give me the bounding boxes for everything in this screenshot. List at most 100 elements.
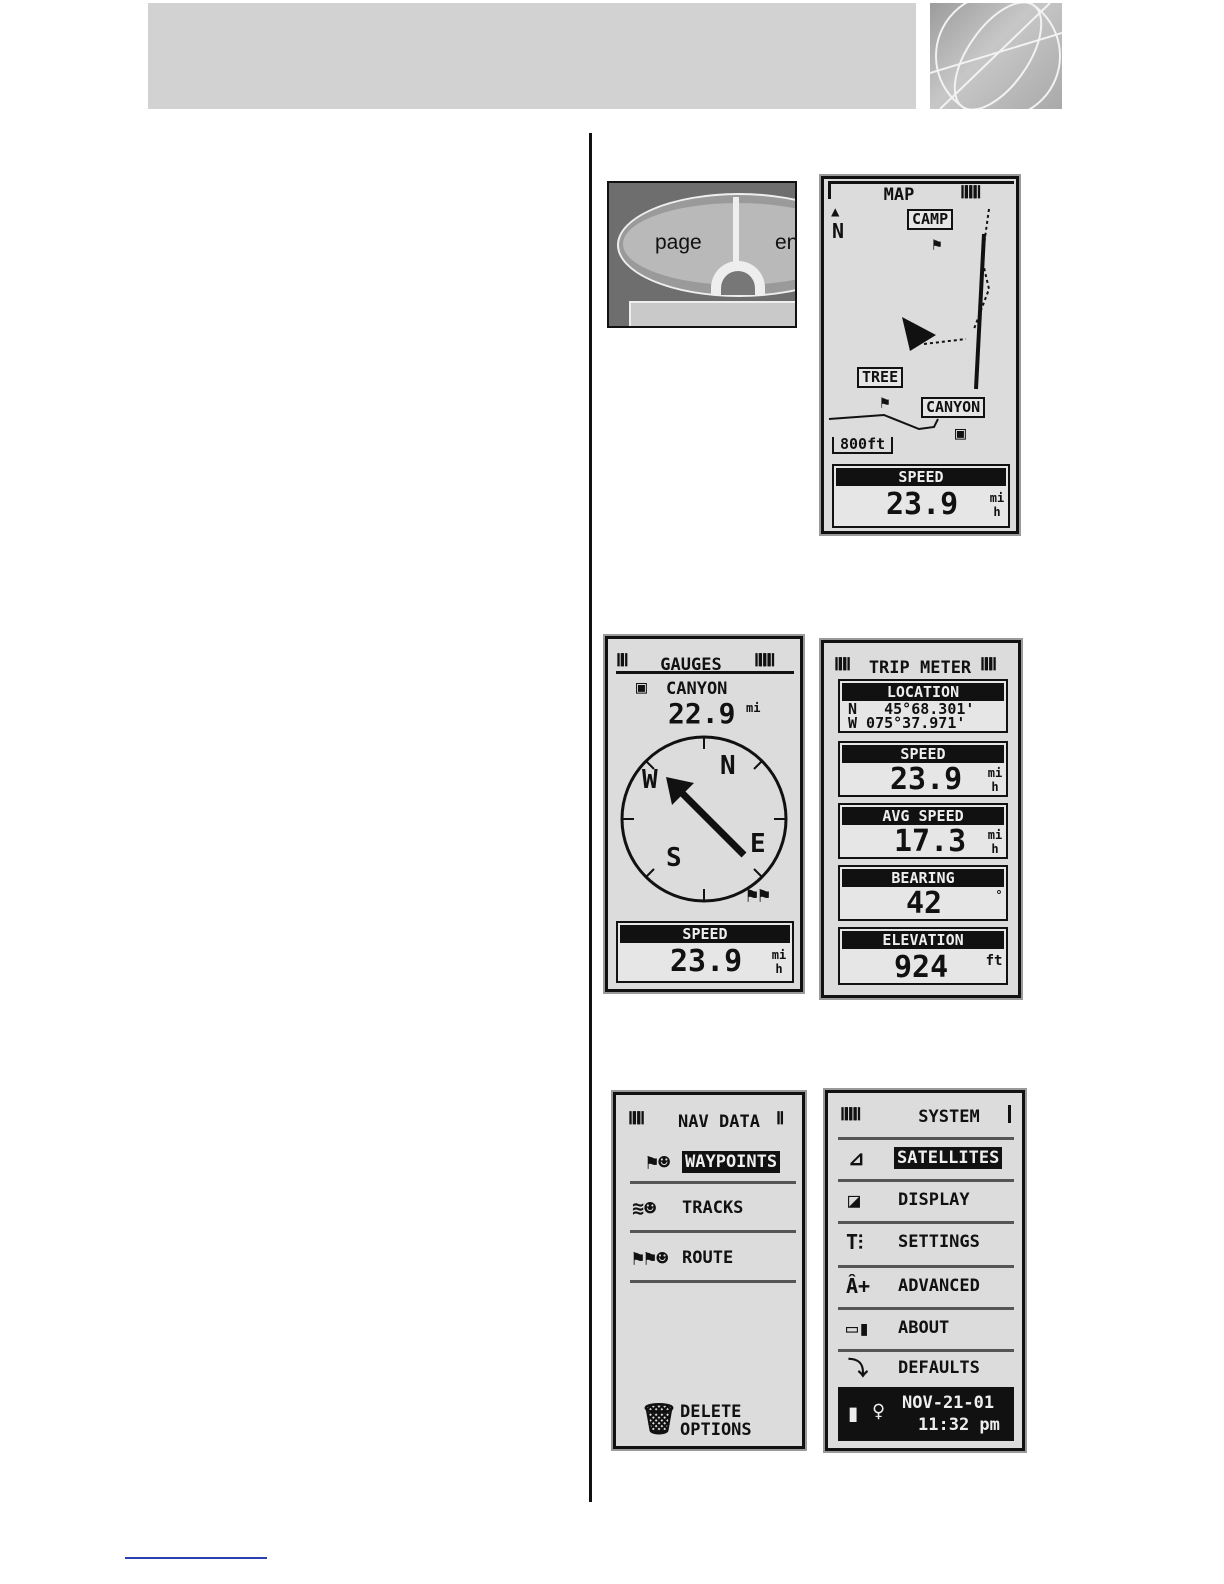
signal-strength-icon: ⅡⅡⅡ [834,655,851,675]
return-arrow-icon[interactable]: ⤵ [848,1356,868,1380]
menu-item-settings[interactable]: SETTINGS [898,1232,980,1252]
distance-unit: mi [746,701,761,715]
map-screen: MAP ⅡⅡⅡⅡ ▲ N CAMP ⚑ TREE ⚑ CANYON ▣ 800f… [821,176,1019,534]
speed-unit-bottom: h [991,780,999,794]
longitude: W 075°37.971' [848,714,966,732]
signal-strength-icon: ⅡⅡ [616,651,629,671]
enter-key-label: en [775,231,797,254]
menu-item-tracks[interactable]: TRACKS [682,1198,744,1218]
delete-options-line2[interactable]: OPTIONS [680,1420,752,1440]
speed-field-value: 23.9 [670,944,743,979]
about-computer-icon[interactable]: ▭▮ [846,1316,871,1340]
map-track-drawing [828,208,991,431]
battery-icon: ▮ [846,1399,861,1427]
tools-icon[interactable]: T⫶ [846,1230,864,1254]
system-screen: ⅡⅡⅡⅡ SYSTEM ⊿ SATELLITES ◪ DISPLAY T⫶ SE… [825,1090,1025,1451]
speed-unit-top: mi [989,491,1005,505]
north-arrow-icon: ▲ [831,204,840,220]
menu-item-advanced[interactable]: ADVANCED [898,1276,980,1296]
signal-strength-icon: ⅡⅡⅡⅡ [960,183,982,203]
waypoint-label: CANYON [921,397,986,418]
elevation-field: ELEVATION 924 ft [838,927,1008,985]
speed-unit-bottom: h [775,962,783,976]
system-title: SYSTEM [918,1107,980,1127]
north-label: N [832,219,845,243]
gauges-title: GAUGES [660,655,722,675]
bearing-value: 42 [906,886,943,921]
avg-speed-unit-bottom: h [991,842,999,856]
tracks-hiker-icon[interactable]: ≋☻ [632,1196,657,1220]
time-display: 11:32 pm [918,1415,1000,1435]
waypoint-label: CAMP [907,209,954,230]
compass-dial [620,735,788,903]
signal-strength-icon: ⅡⅡⅡⅡ [754,651,776,671]
bearing-field: BEARING 42 ° [838,865,1008,921]
signal-strength-icon: Ⅱ [776,1109,785,1129]
camera-icon: ▣ [636,677,647,698]
backlight-bulb-icon: ♀ [872,1399,886,1424]
satellite-dish-icon[interactable]: ⊿ [848,1146,865,1170]
gauges-screen: ⅡⅡ GAUGES ⅡⅡⅡⅡ ▣ CANYON 22.9 mi N W E S … [605,636,803,992]
map-scale: 800ft [832,437,894,454]
signal-strength-icon: ⅡⅡⅡⅡ [840,1105,862,1125]
map-title: MAP [883,185,915,205]
speed-field-label: SPEED [842,745,1004,763]
compass-s: S [666,843,682,873]
trash-can-icon[interactable]: 🗑 [640,1402,679,1437]
header-band [148,3,916,109]
advanced-icon[interactable]: Â+ [846,1274,871,1298]
footer-rule [125,1557,267,1559]
route-hiker-icon: ⚑⚑ [746,883,771,907]
menu-item-defaults[interactable]: DEFAULTS [898,1358,980,1378]
date-display: NOV-21-01 [902,1393,995,1413]
speed-field-value: 23.9 [886,487,959,522]
nav-data-screen: ⅡⅡⅡ NAV DATA Ⅱ ⚑☻ WAYPOINTS ≋☻ TRACKS ⚑⚑… [613,1092,805,1449]
menu-item-route[interactable]: ROUTE [682,1248,734,1268]
nav-data-title: NAV DATA [678,1112,760,1132]
menu-item-waypoints[interactable]: WAYPOINTS [682,1151,781,1173]
page-key-label: page [655,231,702,254]
camera-icon: ▣ [955,423,966,444]
compass-w: W [642,765,658,795]
trip-meter-title: TRIP METER [868,658,972,678]
speed-unit-top: mi [987,766,1003,780]
avg-speed-field: AVG SPEED 17.3 mi h [838,803,1008,859]
column-divider [589,133,592,1502]
speed-field-label: SPEED [836,468,1006,486]
signal-strength-icon: ⅡⅡⅡ [628,1109,645,1129]
flag-icon: ⚑ [880,393,890,412]
menu-item-satellites[interactable]: SATELLITES [894,1147,1003,1169]
speed-field: SPEED 23.9 mi h [838,741,1008,797]
speed-unit-top: mi [771,948,787,962]
globe-logo [930,3,1062,109]
destination-distance: 22.9 [668,697,736,730]
waypoint-label: TREE [857,367,904,388]
elevation-value: 924 [894,950,949,985]
avg-speed-label: AVG SPEED [842,807,1004,825]
avg-speed-value: 17.3 [894,824,967,859]
speed-field: SPEED 23.9 mi h [832,464,1010,528]
delete-options-line1[interactable]: DELETE [680,1402,742,1422]
speed-field-value: 23.9 [890,762,963,797]
keypad-illustration: page en [607,181,797,328]
bearing-label: BEARING [842,869,1004,887]
location-field: LOCATION N 45°68.301' W 075°37.971' [838,679,1008,733]
status-bar: ▮ ♀ NOV-21-01 11:32 pm [838,1387,1014,1441]
waypoint-hiker-icon[interactable]: ⚑☻ [646,1150,671,1174]
compass-e: E [750,829,766,859]
speed-field: SPEED 23.9 mi h [616,921,794,983]
route-hiker-icon[interactable]: ⚑⚑☻ [632,1246,669,1270]
destination-name: CANYON [666,679,728,699]
menu-item-about[interactable]: ABOUT [898,1318,950,1338]
trip-meter-screen: ⅡⅡⅡ TRIP METER ⅡⅡⅡ LOCATION N 45°68.301'… [821,640,1021,998]
signal-strength-icon: ⅡⅡⅡ [980,655,997,675]
contrast-icon[interactable]: ◪ [848,1188,861,1212]
compass-n: N [720,751,736,781]
elevation-unit: ft [985,953,1003,969]
latitude: N 45°68.301' [848,700,975,718]
speed-field-label: SPEED [620,925,790,943]
avg-speed-unit-top: mi [987,828,1003,842]
elevation-label: ELEVATION [842,931,1004,949]
menu-item-display[interactable]: DISPLAY [898,1190,970,1210]
speed-unit-bottom: h [993,505,1001,519]
